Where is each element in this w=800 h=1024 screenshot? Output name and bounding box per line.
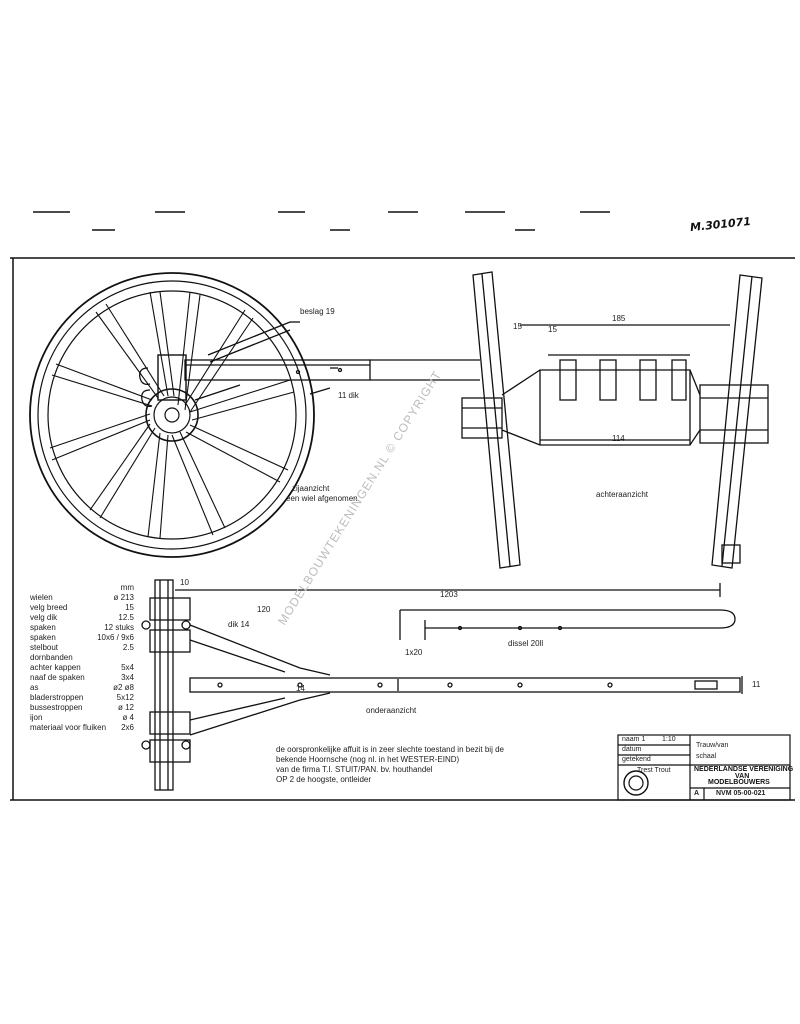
dissel-label: dissel 20ll <box>508 639 544 648</box>
note-line: van de firma T.I. STUIT/PAN. bv. houthan… <box>276 765 433 774</box>
spec-header-row: mm <box>120 583 134 592</box>
wheel-side-view <box>29 272 315 558</box>
tb-org-line2: VAN <box>735 773 750 780</box>
note-line: de oorspronkelijke affuit is in zeer sle… <box>276 745 504 754</box>
trail-side-view <box>184 321 480 401</box>
tb-field-2: datum <box>622 746 642 753</box>
dim-120: 120 <box>257 605 271 614</box>
dim-114: 114 <box>612 434 625 443</box>
title-block <box>617 734 791 801</box>
trail-part-drawing <box>399 609 736 640</box>
dim-tail: 11 <box>752 680 761 689</box>
tb-org-line3: MODELBOUWERS <box>708 779 770 786</box>
bottom-view-title: onderaanzicht <box>366 706 417 715</box>
side-view-subtitle: een wiel afgenomen <box>286 494 358 503</box>
tb-sheet-label: A <box>694 790 700 797</box>
dim-dik-14: dik 14 <box>228 620 250 629</box>
tb-field-6: schaal <box>696 753 717 760</box>
tb-field-1-value: 1:10 <box>662 736 676 743</box>
note-line: bekende Hoornsche (nog nl. in het WESTER… <box>276 755 460 764</box>
side-view-title: zijaanzicht <box>292 484 330 493</box>
dik-label: 11 dik <box>338 391 359 400</box>
tb-code: NVM 05-00-021 <box>716 790 766 797</box>
tb-org-line1: NEDERLANDSE VERENIGING <box>694 766 794 773</box>
bottom-view <box>141 579 743 791</box>
dim-14: 14 <box>296 684 305 693</box>
tb-field-3: getekend <box>622 756 651 763</box>
dim-15: 15 <box>513 322 522 331</box>
spec-row: dornbanden <box>30 653 73 662</box>
note-line: OP 2 de hoogste, ontleider <box>276 775 372 784</box>
tb-field-1: naam 1 <box>622 736 646 743</box>
back-view <box>461 271 769 569</box>
dim-185: 185 <box>612 314 626 323</box>
dim-10: 10 <box>180 578 189 587</box>
dim-1203: 1203 <box>440 590 458 599</box>
scan-artifacts <box>33 211 610 231</box>
drawing-notes: de oorspronkelijke affuit is in zeer sle… <box>276 745 504 785</box>
beslag-label: beslag 19 <box>300 307 335 316</box>
tb-field-4: Trest Trout <box>637 767 671 774</box>
back-view-title: achteraanzicht <box>596 490 649 499</box>
tb-field-5: Trauw/van <box>696 742 729 749</box>
dim-1x20: 1x20 <box>405 648 423 657</box>
dim-15b: 15 <box>548 325 557 334</box>
